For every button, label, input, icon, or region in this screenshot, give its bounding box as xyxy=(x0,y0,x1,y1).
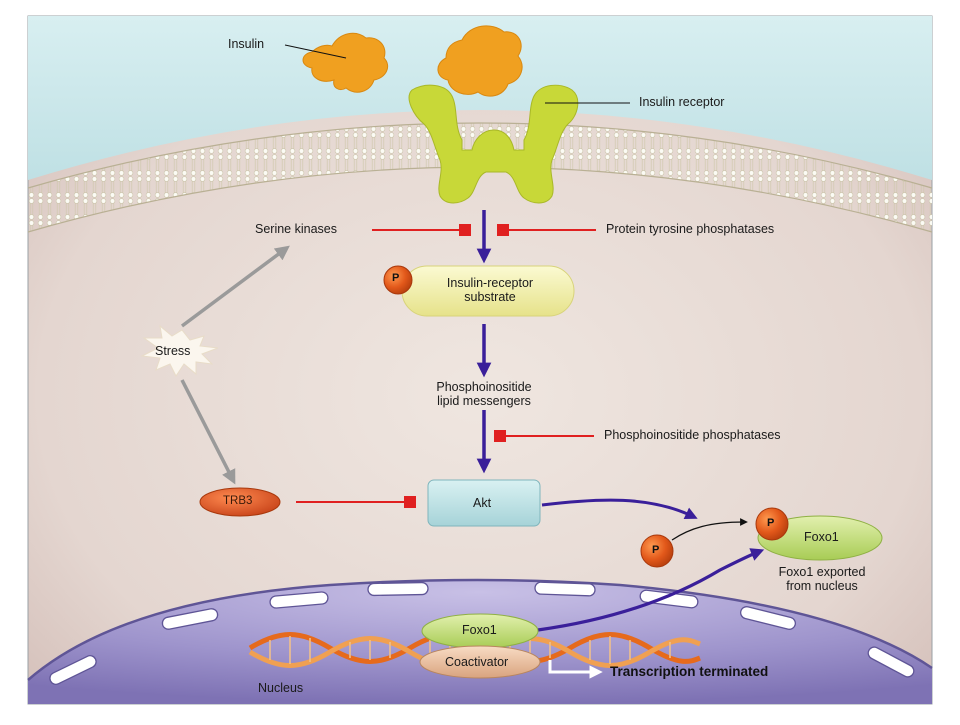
label-protein-tyrosine-phosphatases: Protein tyrosine phosphatases xyxy=(606,222,775,236)
label-pi-line2: lipid messengers xyxy=(437,394,531,409)
extracellular-space xyxy=(28,16,932,180)
arrow-akt-to-foxo1 xyxy=(541,498,698,519)
label-coactivator: Coactivator xyxy=(445,655,509,669)
coactivator-node xyxy=(419,645,541,679)
inhibition-phosphoinositide-phosphatases xyxy=(494,430,594,442)
foxo1-phosphate xyxy=(755,507,789,541)
label-free-phosphate: P xyxy=(652,544,660,556)
label-phosphoinositide-lipid-messengers: Phosphoinositide lipid messengers xyxy=(404,380,564,409)
label-irs-line1: Insulin-receptor xyxy=(446,276,534,290)
arrow-foxo1-export xyxy=(537,548,765,632)
label-foxo1-exported-line2: from nucleus xyxy=(786,579,858,594)
label-insulin-receptor: Insulin receptor xyxy=(639,95,725,109)
insulin-receptor xyxy=(408,84,579,204)
label-akt: Akt xyxy=(473,496,492,510)
label-pi-line1: Phosphoinositide xyxy=(436,380,532,394)
label-foxo1-exported: Foxo1 exported from nucleus xyxy=(762,565,882,594)
insulin-molecule-bound xyxy=(437,25,523,97)
akt-node xyxy=(427,479,541,527)
inhibition-protein-tyrosine-phosphatases xyxy=(497,224,596,236)
label-foxo1: Foxo1 xyxy=(804,530,839,544)
stress-burst xyxy=(140,324,219,377)
label-insulin: Insulin xyxy=(228,37,265,51)
foxo1-exported-node xyxy=(757,515,883,561)
inhibition-serine-kinases xyxy=(372,224,471,236)
label-foxo1-nuclear: Foxo1 xyxy=(462,623,497,637)
label-foxo1-exported-line1: Foxo1 exported xyxy=(778,565,866,579)
label-foxo1-phosphate: P xyxy=(767,517,775,529)
irs-phosphate xyxy=(383,265,413,295)
insulin-molecule-free xyxy=(302,32,389,93)
label-irs-phosphate: P xyxy=(392,272,400,284)
label-stress: Stress xyxy=(155,344,191,358)
arrow-stress-to-serine-kinases xyxy=(180,245,290,328)
inhibition-trb3-akt xyxy=(296,496,416,508)
arrow-stress-to-trb3 xyxy=(180,379,236,485)
label-phosphoinositide-phosphatases: Phosphoinositide phosphatases xyxy=(604,428,781,442)
free-phosphate xyxy=(640,534,674,568)
trb3-node xyxy=(199,487,281,517)
label-trb3: TRB3 xyxy=(223,495,253,507)
label-nucleus: Nucleus xyxy=(258,681,304,695)
arrow-transcription-terminated xyxy=(548,660,603,679)
label-irs: Insulin-receptor substrate xyxy=(420,276,560,305)
label-transcription-terminated: Transcription terminated xyxy=(610,664,769,679)
label-irs-line2: substrate xyxy=(464,290,516,305)
label-serine-kinases: Serine kinases xyxy=(255,222,337,236)
arrow-phosphate-to-foxo1 xyxy=(671,518,748,541)
